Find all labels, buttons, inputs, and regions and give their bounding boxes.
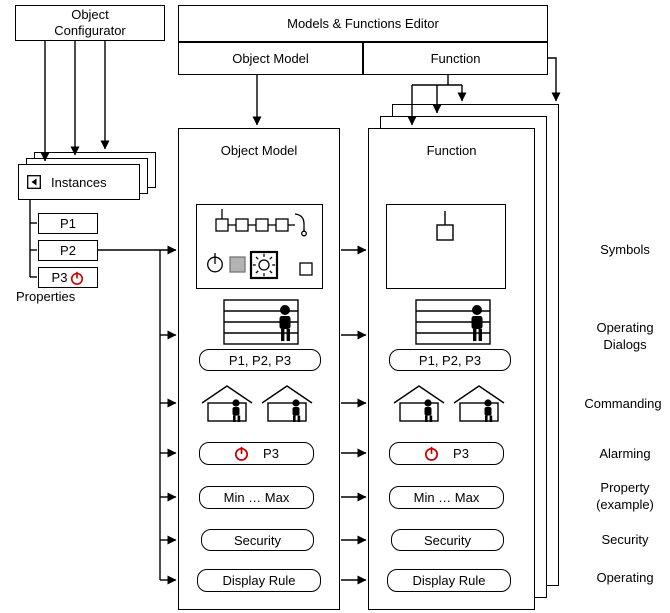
person-icon — [292, 399, 301, 422]
person-icon — [279, 305, 291, 341]
property-box-p1[interactable]: P1 — [38, 213, 98, 234]
tab-object-model[interactable]: Object Model — [178, 42, 363, 75]
object-configurator-label: Object Configurator — [54, 7, 126, 38]
function-symbols-preview — [386, 204, 506, 289]
object-display-rule-label: Display Rule — [222, 573, 296, 588]
row-label-security: Security — [601, 532, 649, 547]
function-alarm-property-label: P3 — [453, 446, 469, 461]
object-security-pill: Security — [201, 529, 314, 551]
red-power-icon — [235, 446, 249, 461]
object-security-label: Security — [234, 532, 281, 548]
editor-title: Models & Functions Editor — [287, 16, 439, 31]
properties-caption: Properties — [16, 289, 76, 304]
row-label-symbols: Symbols — [600, 242, 650, 257]
object-dialog-properties-pill: P1, P2, P3 — [199, 349, 321, 371]
object-alarm-pill: P3 — [199, 442, 314, 465]
function-display-rule-label: Display Rule — [412, 573, 486, 588]
function-operating-dialog-icon — [415, 299, 491, 345]
object-symbols-preview — [196, 204, 323, 289]
instance-card-front[interactable]: Instances — [18, 164, 140, 200]
dialog-window-person-icon — [415, 299, 491, 345]
object-alarm-property-label: P3 — [263, 446, 279, 461]
back-arrow-icon — [27, 175, 41, 189]
person-icon — [424, 399, 433, 422]
red-power-icon — [71, 271, 84, 285]
house-with-person-icon — [393, 385, 445, 422]
function-property-range-pill: Min … Max — [389, 486, 504, 509]
function-security-label: Security — [424, 532, 471, 548]
person-icon — [471, 305, 483, 341]
plant-schematic-icon — [207, 209, 313, 280]
row-label-operating: Operating — [596, 570, 654, 585]
property-box-p2[interactable]: P2 — [38, 240, 98, 261]
object-operating-dialog-icon — [223, 299, 299, 345]
object-property-range-pill: Min … Max — [199, 486, 314, 509]
row-label-commanding: Commanding — [584, 396, 662, 411]
lamp-icon — [436, 211, 454, 241]
object-model-panel: Object Model — [178, 128, 340, 610]
instances-label: Instances — [51, 174, 107, 190]
object-configurator-box: Object Configurator — [15, 5, 165, 41]
house-with-person-icon — [453, 385, 505, 422]
tab-function-label: Function — [430, 51, 481, 66]
property-p1-label: P1 — [60, 216, 76, 231]
function-alarm-pill: P3 — [389, 442, 504, 465]
function-security-pill: Security — [391, 529, 504, 551]
person-icon — [484, 399, 493, 422]
dialog-window-person-icon — [223, 299, 299, 345]
function-panel-title: Function — [426, 143, 477, 158]
red-power-icon — [425, 446, 439, 461]
object-property-range-label: Min … Max — [223, 490, 290, 505]
function-panel: Function — [368, 128, 535, 610]
property-box-p3[interactable]: P3 — [38, 267, 98, 288]
property-p3-label: P3 — [51, 270, 68, 285]
function-dialog-properties-label: P1, P2, P3 — [418, 352, 482, 368]
object-model-panel-title: Object Model — [220, 143, 298, 158]
function-property-range-label: Min … Max — [413, 490, 480, 505]
function-display-rule-pill: Display Rule — [387, 569, 511, 592]
editor-title-box: Models & Functions Editor — [178, 5, 548, 42]
tab-object-model-label: Object Model — [232, 51, 309, 66]
object-dialog-properties-label: P1, P2, P3 — [228, 352, 292, 368]
house-with-person-icon — [261, 385, 313, 422]
function-commanding-houses — [393, 384, 505, 424]
property-p2-label: P2 — [60, 243, 76, 258]
object-commanding-houses — [201, 384, 313, 424]
person-icon — [232, 399, 241, 422]
house-with-person-icon — [201, 385, 253, 422]
row-label-property-example: Property (example) — [596, 480, 654, 512]
row-label-operating-dialogs: Operating Dialogs — [596, 320, 654, 352]
object-display-rule-pill: Display Rule — [197, 569, 321, 592]
function-dialog-properties-pill: P1, P2, P3 — [389, 349, 511, 371]
row-label-alarming: Alarming — [599, 446, 651, 461]
tab-function[interactable]: Function — [363, 42, 548, 75]
